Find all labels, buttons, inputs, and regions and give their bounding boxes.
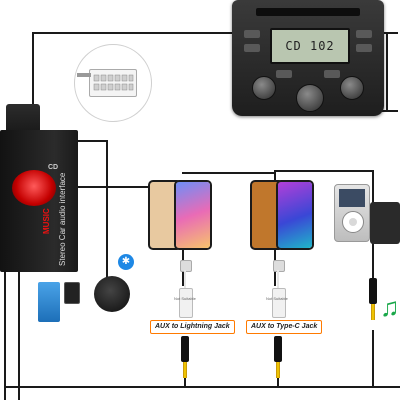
iphone [174, 180, 212, 250]
usb-stick [38, 282, 60, 322]
cable-aux-h3 [274, 170, 372, 172]
interface-top-text: CD [48, 164, 59, 171]
adapter-small-text: Not Suitable [266, 296, 288, 301]
cable-jack-right-down [372, 330, 374, 388]
head-unit-button [276, 70, 292, 78]
ipod-dock [370, 202, 400, 244]
ipod-click-wheel [342, 211, 364, 233]
android-phone-screen [278, 182, 312, 248]
interface-logo [12, 170, 56, 206]
ipod [334, 184, 370, 242]
ipod-center-button [349, 218, 357, 226]
cable-mic [78, 140, 108, 142]
aux-jack-left [181, 336, 189, 362]
center-knob [296, 84, 324, 112]
type-c-adapter-cable [277, 270, 279, 288]
volume-knob [252, 76, 276, 100]
adapter-small-text: Not Suitable [174, 296, 196, 301]
head-unit-display: CD 102 [270, 28, 350, 64]
head-unit-button [356, 30, 372, 38]
lightning-adapter-cable [184, 270, 186, 288]
cable-right-horizontal-top [384, 32, 398, 34]
type-c-adapter [272, 288, 286, 318]
microphone [94, 276, 130, 312]
connector-callout [74, 44, 152, 122]
cable-bottom-left [4, 272, 6, 400]
car-head-unit: CD 102 [232, 0, 384, 116]
harness-connector [89, 69, 137, 97]
head-unit-button [244, 30, 260, 38]
tune-knob [340, 76, 364, 100]
cd-slot [256, 8, 360, 16]
cable-jack-mid-down [277, 370, 279, 388]
aux-jack-left-tip [183, 362, 187, 378]
iphone-screen [176, 182, 210, 248]
android-phone [276, 180, 314, 250]
connector-pins [93, 74, 134, 91]
aux-jack-right-tip [371, 304, 375, 320]
interface-side-text: Stereo Car audio interface [58, 172, 67, 266]
cable-top-horizontal [32, 32, 232, 34]
ipod-screen [339, 189, 365, 207]
cable-mic-down [106, 140, 108, 278]
sd-card [64, 282, 80, 304]
lightning-adapter-label: AUX to Lightning Jack [150, 320, 235, 334]
lightning-adapter [179, 288, 193, 318]
aux-jack-right [369, 278, 377, 304]
cable-right-vertical [386, 32, 388, 112]
bluetooth-icon: ✱ [118, 254, 134, 270]
wire-bundle [77, 73, 91, 77]
cable-bottom-horizontal [4, 386, 400, 388]
cable-top-vertical [32, 32, 34, 108]
cable-jack-left-down [184, 370, 186, 388]
cable-aux-h2 [182, 172, 274, 174]
head-unit-button [324, 70, 340, 78]
head-unit-button [244, 44, 260, 52]
type-c-adapter-label: AUX to Type-C Jack [246, 320, 323, 334]
head-unit-button [356, 44, 372, 52]
aux-jack-middle [274, 336, 282, 362]
lightning-plug [180, 260, 192, 272]
interface-brand-text: MUSIC [42, 208, 51, 234]
cable-bottom-left-2 [18, 272, 20, 400]
music-note-icon: ♫ [380, 292, 400, 322]
aux-jack-middle-tip [276, 362, 280, 378]
type-c-plug [273, 260, 285, 272]
cable-aux-horizontal [78, 186, 182, 188]
